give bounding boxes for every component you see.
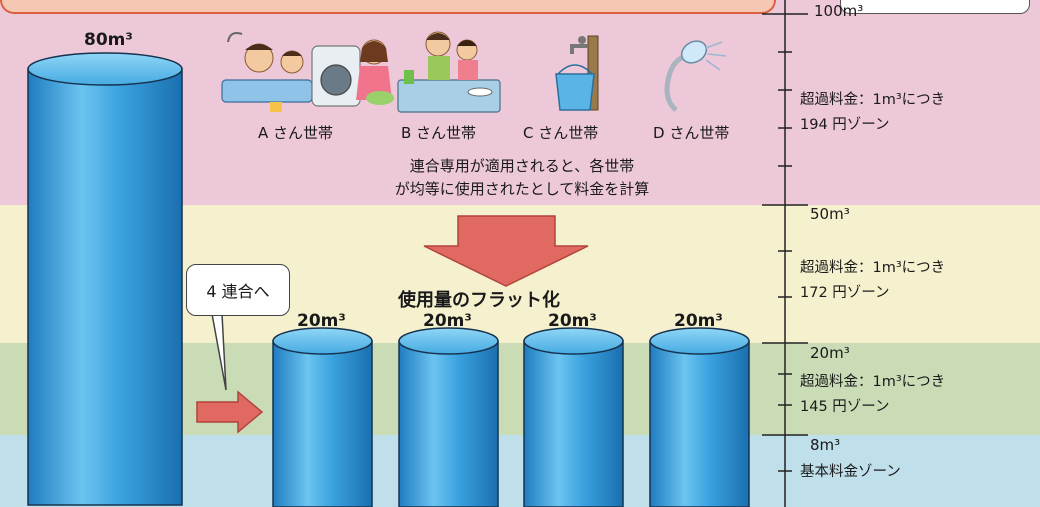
zone-basic-desc-line1: 基本料金ゾーン bbox=[800, 464, 901, 480]
household-d-label: D さん世帯 bbox=[653, 124, 730, 142]
shower-head-icon bbox=[664, 40, 727, 112]
household-b-label: B さん世帯 bbox=[401, 124, 477, 142]
household-a-label: A さん世帯 bbox=[258, 124, 334, 142]
cylinder-d-label: 20m³ bbox=[674, 311, 723, 331]
cylinder-80m3 bbox=[27, 52, 183, 506]
speech-bubble: 4 連合へ bbox=[186, 264, 290, 316]
zone-basic-desc: 基本料金ゾーン bbox=[800, 460, 901, 485]
scale-axis bbox=[762, 0, 808, 507]
bathing-family-icon bbox=[221, 32, 394, 112]
cylinder-a bbox=[272, 327, 373, 507]
zone-194-desc: 超過料金：1m³につき 194 円ゾーン bbox=[800, 88, 945, 138]
scale-mark-8: 8m³ bbox=[810, 436, 841, 454]
zone-194-desc-line1: 超過料金：1m³につき bbox=[800, 92, 946, 108]
calculation-note: 連合専用が適用されると、各世帯 が均等に使用されたとして料金を計算 bbox=[362, 155, 682, 201]
zone-145-desc: 超過料金：1m³につき 145 円ゾーン bbox=[800, 370, 945, 420]
calculation-note-line1: 連合専用が適用されると、各世帯 bbox=[409, 157, 635, 175]
faucet-bucket-icon bbox=[555, 35, 599, 111]
zone-172-desc-line2: 172 円ゾーン bbox=[800, 285, 890, 301]
big-cylinder-label: 80m³ bbox=[84, 30, 133, 50]
zone-172-desc-line1: 超過料金：1m³につき bbox=[800, 260, 946, 276]
cylinder-c-label: 20m³ bbox=[548, 311, 597, 331]
flatten-arrow-icon bbox=[423, 215, 589, 287]
cylinder-b-label: 20m³ bbox=[423, 311, 472, 331]
zone-145-desc-line1: 超過料金：1m³につき bbox=[800, 374, 946, 390]
speech-bubble-text: 4 連合へ bbox=[206, 282, 270, 301]
right-arrow-icon bbox=[196, 390, 264, 434]
zone-145-desc-line2: 145 円ゾーン bbox=[800, 399, 890, 415]
cylinder-c bbox=[523, 327, 624, 507]
flatten-label: 使用量のフラット化 bbox=[398, 290, 560, 311]
zone-172-desc: 超過料金：1m³につき 172 円ゾーン bbox=[800, 256, 945, 306]
household-c-label: C さん世帯 bbox=[523, 124, 599, 142]
header-callout bbox=[840, 0, 1030, 14]
bubble-tail bbox=[211, 312, 227, 391]
scale-mark-100: 100m³ bbox=[814, 2, 864, 20]
cylinder-b bbox=[398, 327, 499, 507]
scale-mark-20: 20m³ bbox=[810, 344, 850, 362]
scale-mark-50: 50m³ bbox=[810, 205, 850, 223]
zone-194-desc-line2: 194 円ゾーン bbox=[800, 117, 890, 133]
calculation-note-line2: が均等に使用されたとして料金を計算 bbox=[394, 180, 650, 198]
cylinder-d bbox=[649, 327, 750, 507]
cylinder-a-label: 20m³ bbox=[297, 311, 346, 331]
dishwashing-family-icon bbox=[397, 31, 501, 113]
